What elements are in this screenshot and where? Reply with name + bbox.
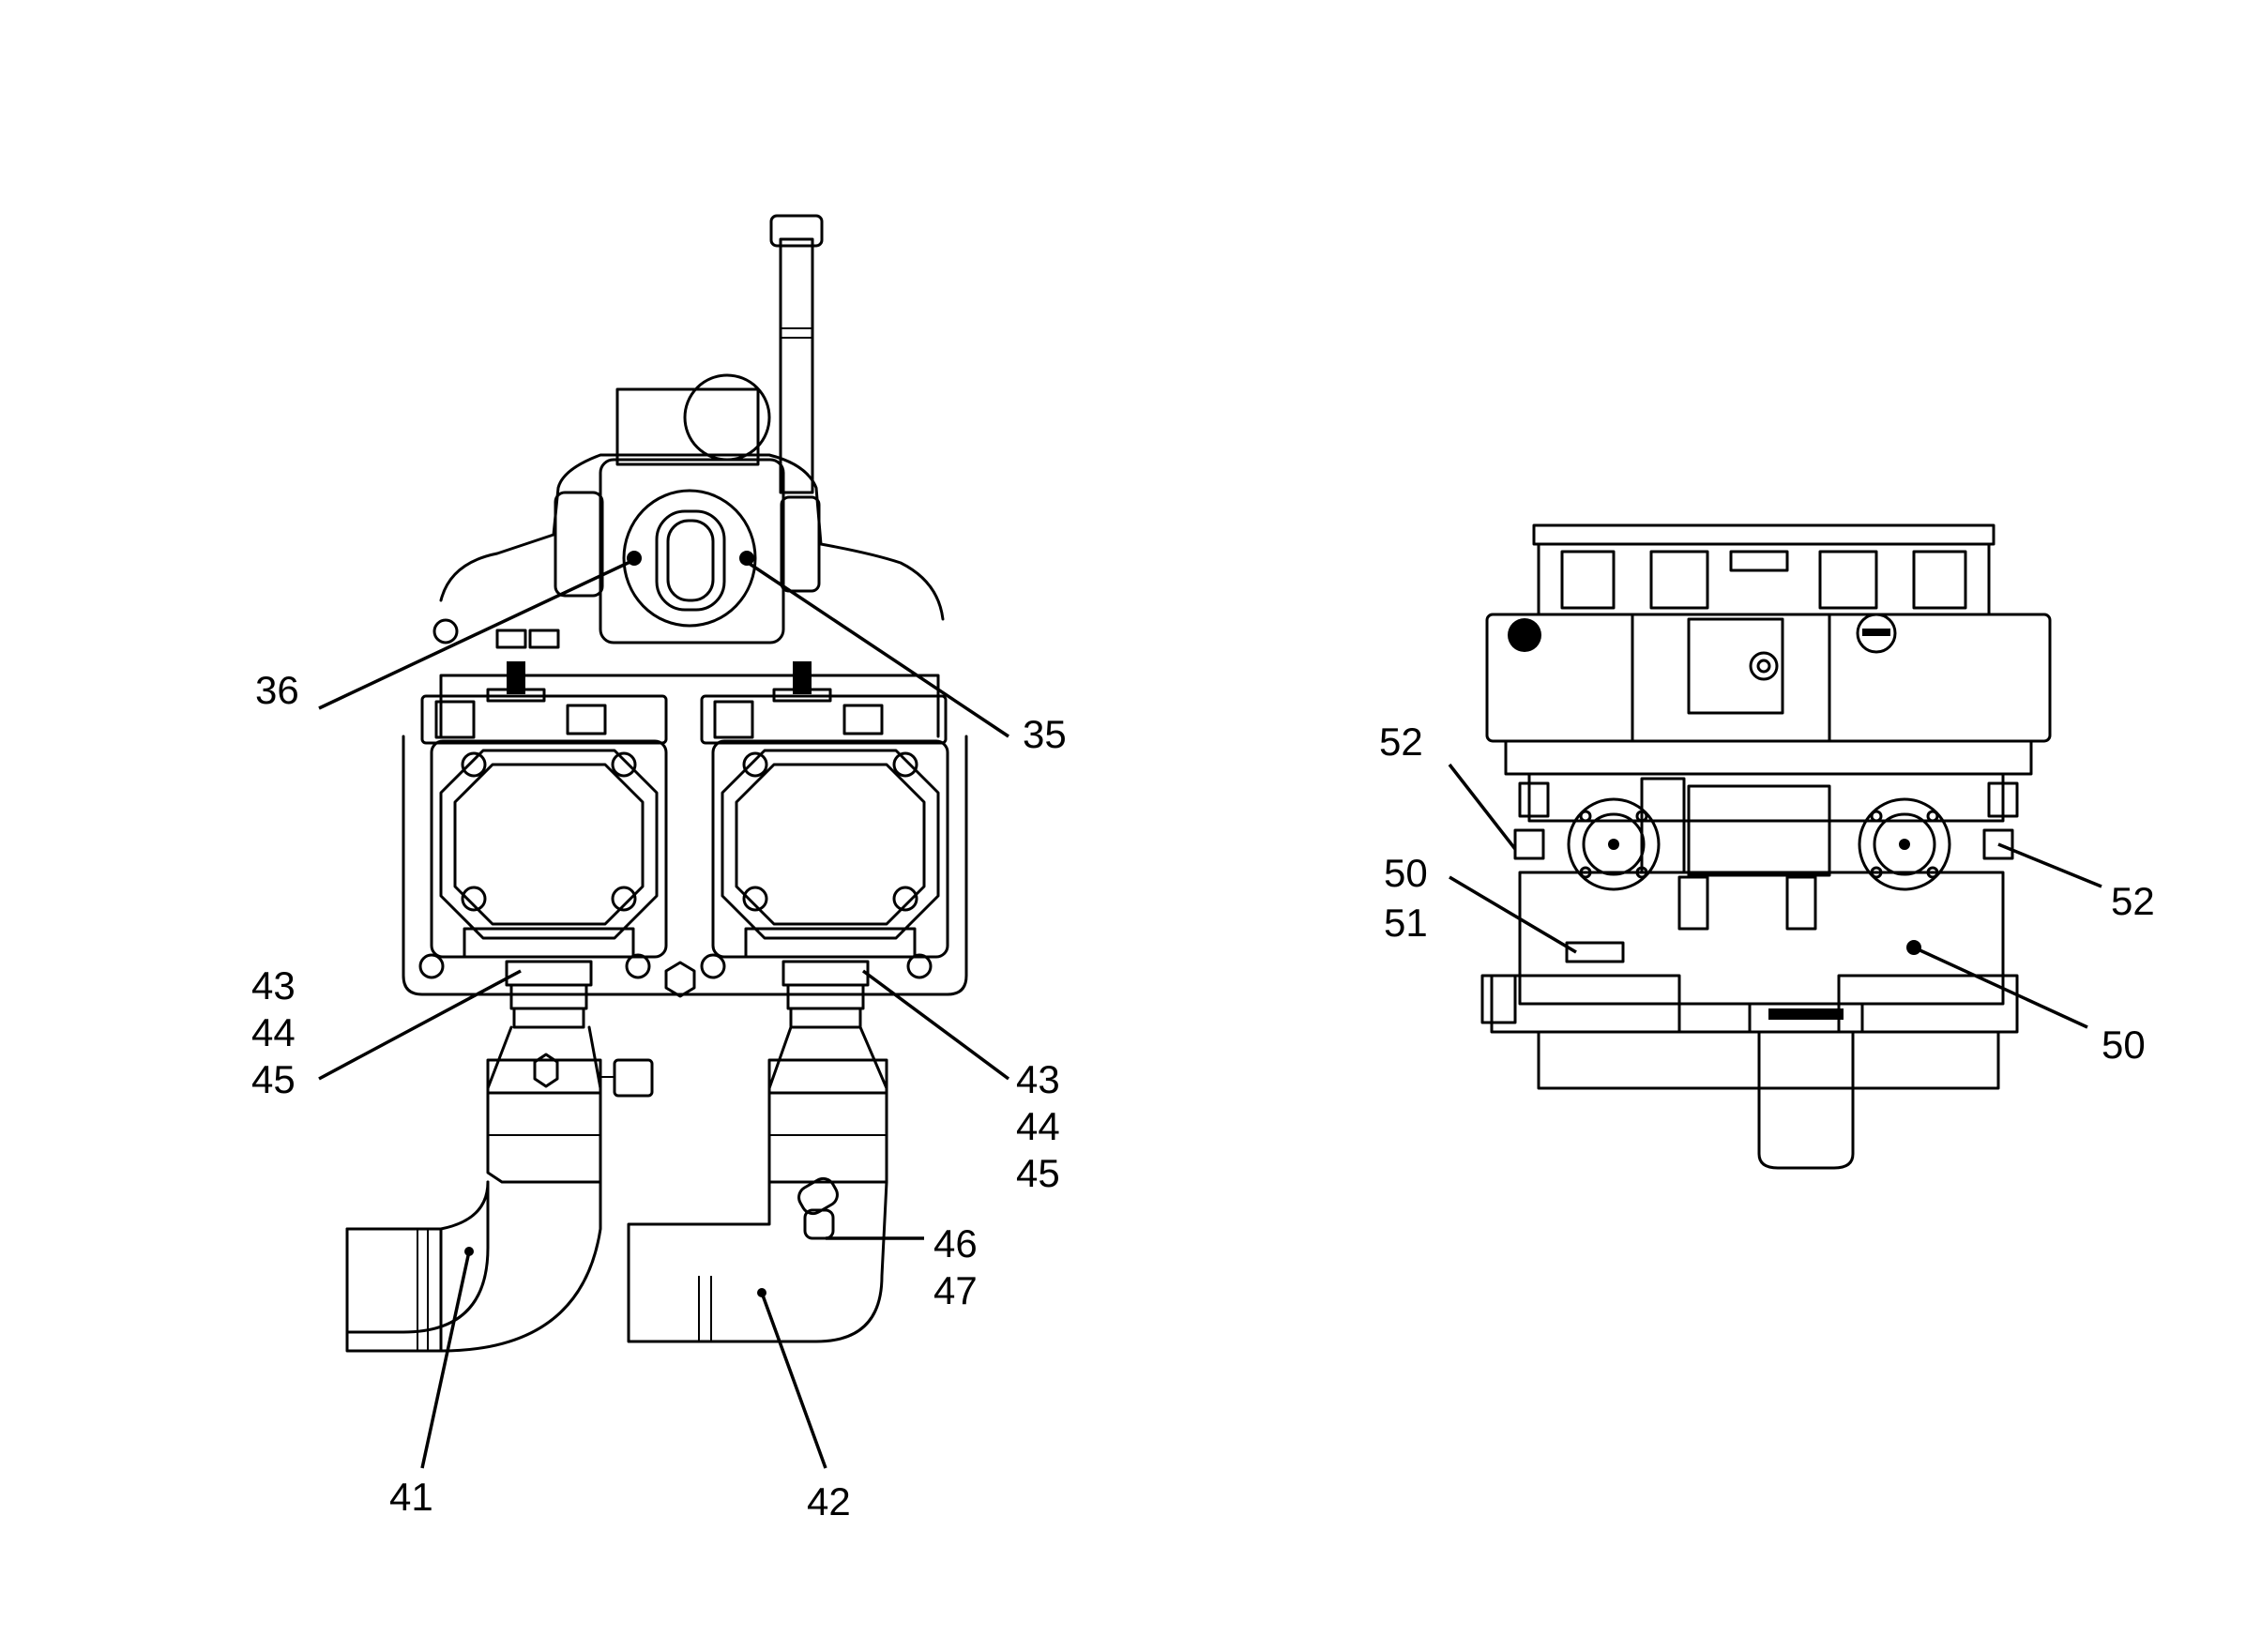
left-suction-hose [345, 960, 654, 1353]
callout-43-right: 43 [1016, 1057, 1060, 1101]
callout-45-left: 45 [251, 1057, 296, 1101]
right-control-valve [700, 694, 948, 745]
callout-43-left: 43 [251, 963, 296, 1008]
side-view-pump-assembly [1480, 523, 2052, 1170]
left-port-flange [1567, 797, 1661, 891]
callout-46: 46 [933, 1221, 978, 1266]
callout-labels: 36 35 43 44 45 43 44 45 46 47 41 42 52 5… [251, 668, 2155, 1523]
left-pump-cover [418, 739, 668, 979]
callout-50-left: 50 [1384, 851, 1428, 895]
leader-lines [318, 556, 2102, 1469]
callout-52-right: 52 [2111, 879, 2155, 923]
mounting-flange [1532, 523, 1995, 546]
callout-50-right: 50 [2102, 1023, 2146, 1067]
callout-36: 36 [255, 668, 299, 712]
charge-pump-housing [599, 458, 785, 644]
callout-45-right: 45 [1016, 1151, 1060, 1195]
right-suction-hose [627, 960, 888, 1343]
bell-housing [439, 453, 945, 621]
callout-51: 51 [1384, 901, 1428, 945]
oil-filter [1757, 1030, 1855, 1170]
callout-52-left: 52 [1379, 720, 1423, 764]
top-block [615, 387, 760, 466]
callout-41: 41 [389, 1475, 433, 1519]
right-pump-cover [700, 739, 949, 979]
charge-pump-flange [622, 489, 757, 628]
callout-35: 35 [1023, 712, 1067, 756]
dipstick-tube [779, 237, 814, 494]
callout-44-left: 44 [251, 1010, 296, 1054]
front-view-pump-assembly [345, 214, 968, 1353]
dipstick-cap [769, 214, 824, 248]
callout-44-right: 44 [1016, 1104, 1060, 1148]
callout-47: 47 [933, 1268, 978, 1312]
right-port-flange [1858, 797, 1951, 891]
callout-42: 42 [807, 1479, 851, 1523]
